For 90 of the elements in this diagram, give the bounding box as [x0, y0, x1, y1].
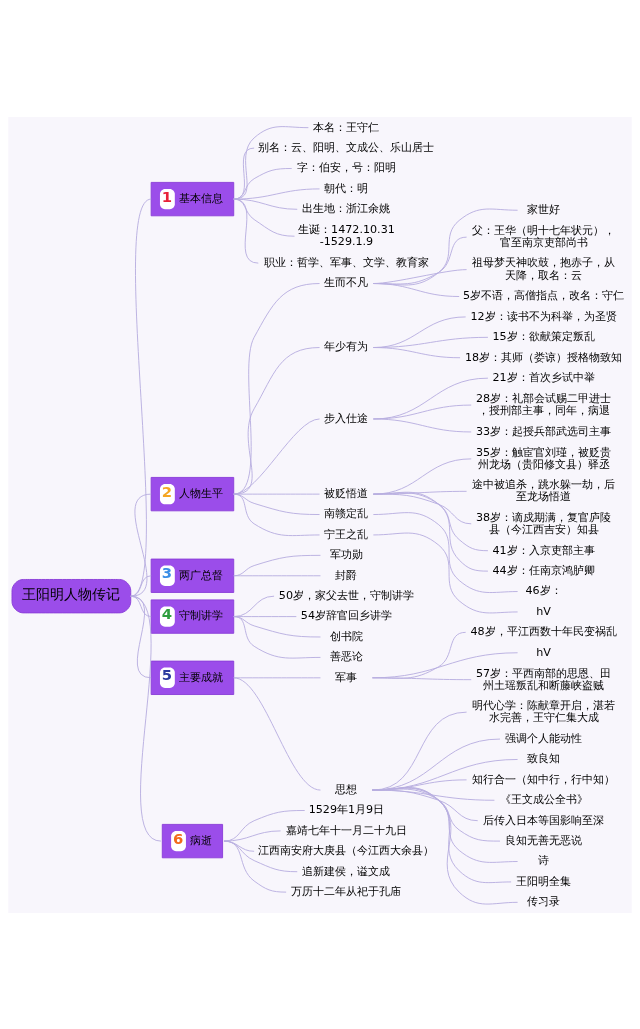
connector: [233, 418, 320, 495]
connector: [233, 346, 320, 495]
node-text: 南赣定乱: [324, 506, 369, 520]
node-box: 1 基本信息: [150, 181, 235, 216]
connector: [130, 595, 162, 842]
node-text: 12岁：读书不为科举，为圣贤: [470, 309, 617, 323]
node-text: 44岁：任南京鸿胪卿: [492, 563, 595, 577]
node-text: 被贬悟道: [324, 486, 369, 500]
node-text: 《王文成公全书》: [499, 792, 588, 806]
node-text: 善恶论: [329, 649, 363, 663]
node-text: 知行合一（知中行，行中知）: [472, 772, 616, 786]
connector: [223, 809, 306, 842]
node-text: 57岁：平西南部的思恩、田州土瑶叛乱和断藤峡盗贼: [476, 666, 612, 692]
connector: [233, 187, 320, 200]
connector: [233, 493, 320, 495]
node-text: 出生地：浙江余姚: [302, 201, 391, 215]
node-box: 4 守制讲学: [150, 598, 235, 634]
node-text: 生而不凡: [324, 275, 369, 289]
node-text: 50岁，家父去世，守制讲学: [278, 588, 415, 602]
node-text: 21岁：首次乡试中举: [492, 370, 595, 384]
node-text: 后传入日本等国影响至深: [483, 813, 605, 827]
connector: [371, 651, 519, 678]
node-text: 本名：王守仁: [313, 120, 380, 134]
connector: [223, 829, 282, 842]
node-text: 生诞：1472.10.31-1529.1.9: [298, 222, 395, 248]
node-text: 军事: [335, 670, 358, 684]
node-text: 48岁，平江西数十年民变祸乱: [470, 624, 617, 638]
node-text: 18岁：其师（娄谅）授格物致知: [465, 350, 623, 364]
node-text: 军功勋: [329, 547, 363, 561]
node-text: 35岁：触宦官刘瑾，被贬贵州龙场（贵阳修文县）驿丞: [476, 445, 612, 471]
node-box: 王阳明人物传记: [11, 578, 132, 613]
connector: [372, 418, 472, 432]
connector: [233, 282, 320, 495]
connector: [372, 511, 519, 593]
connector: [372, 346, 461, 358]
node-text: 别名：云、阳明、文成公、乐山居士: [258, 140, 435, 154]
node-text: hV: [536, 604, 551, 618]
node-text: 字：伯安，号：阳明: [296, 160, 396, 174]
node-text: 强调个人能动性: [505, 731, 583, 745]
connector: [371, 786, 519, 905]
node-text: 万历十二年从祀于孔庙: [291, 884, 402, 898]
connector: [233, 615, 321, 659]
connector: [233, 493, 320, 515]
node-text: 46岁：: [525, 583, 562, 597]
node-text: 途中被追杀，跳水躲一劫，后至龙场悟道: [472, 477, 616, 503]
node-text: 职业：哲学、军事、文学、教育家: [263, 255, 429, 269]
connector: [233, 493, 320, 536]
node-text: 父：王华（明十七年状元），官至南京吏部尚书: [472, 223, 616, 249]
node-text: 1529年1月9日: [308, 802, 385, 816]
connector: [372, 282, 460, 297]
node-text: 思想: [335, 782, 358, 796]
node-text: 宁王之乱: [324, 527, 369, 541]
node-text: 41岁：入京吏部主事: [492, 543, 595, 557]
node-text: 家世好: [527, 202, 561, 216]
node-text: 步入仕途: [324, 411, 369, 425]
connector: [130, 198, 152, 597]
connector: [130, 574, 152, 597]
node-text: 封爵: [335, 568, 358, 582]
node-text: 诗: [538, 853, 550, 867]
node-text: 33岁：起授兵部武选司主事: [476, 424, 612, 438]
node-text: 朝代：明: [324, 181, 369, 195]
connector: [371, 676, 472, 680]
node-box: 6 病逝: [161, 823, 224, 858]
connector: [372, 532, 519, 613]
node-text: 明代心学：陈献章开启，湛若水完善，王守仁集大成: [472, 698, 616, 724]
node-text: 良知无善无恶说: [505, 833, 583, 847]
node-text: 创书院: [329, 629, 363, 643]
node-text: 王阳明全集: [516, 874, 572, 888]
node-text: 28岁：礼部会试赐二甲进士，授刑部主事，同年，病退: [476, 391, 612, 417]
connector: [372, 491, 489, 572]
node-text: 嘉靖七年十一月二十九日: [285, 823, 407, 837]
node-text: 追新建侯，谥文成: [302, 864, 391, 878]
node-text: 38岁：谪戍期满，复官庐陵县（今江西吉安）知县: [476, 510, 612, 536]
node-text: 54岁辞官回乡讲学: [300, 608, 393, 622]
node-box: 2 人物生平: [150, 476, 235, 511]
node-text: 传习录: [527, 894, 561, 908]
node-text: 年少有为: [324, 339, 369, 353]
connector: [233, 554, 321, 576]
connector: [233, 574, 321, 576]
node-box: 5 主要成就: [150, 660, 235, 695]
connector: [233, 676, 321, 791]
node-text: 江西南安府大庚县（今江西大余县）: [258, 843, 435, 857]
node-text: 5岁不语，高僧指点，改名：守仁: [463, 288, 625, 302]
connector: [233, 198, 259, 264]
node-text: hV: [536, 645, 551, 659]
node-box: 3 两广总督: [150, 558, 235, 593]
node-text: 致良知: [527, 751, 561, 765]
connector: [130, 493, 152, 597]
node-text: 祖母梦天神吹鼓，抱赤子，从天降，取名：云: [472, 255, 616, 282]
node-text: 15岁：欲献策定叛乱: [492, 329, 595, 343]
